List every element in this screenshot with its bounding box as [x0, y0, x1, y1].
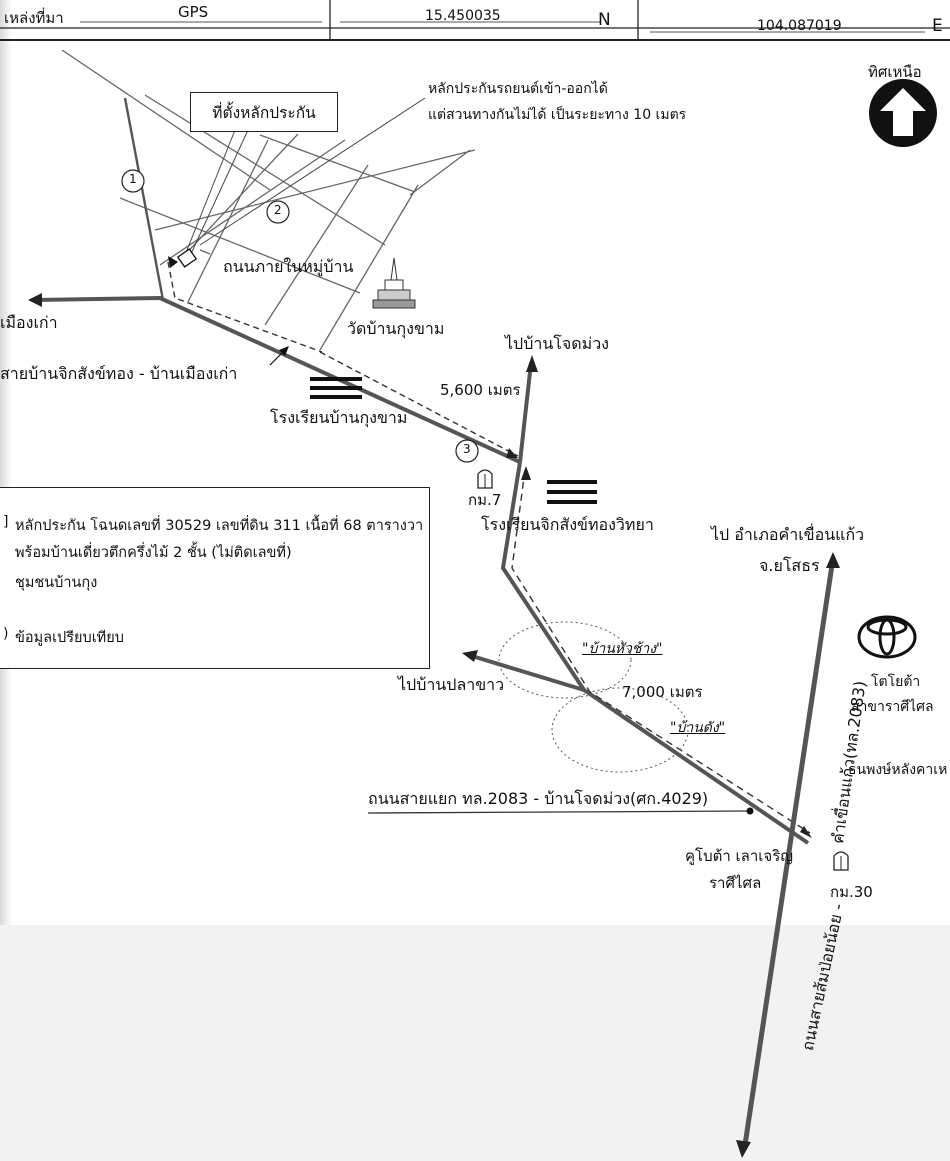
province-label: จ.ยโสธร — [759, 556, 820, 575]
route-dashed-3 — [511, 469, 811, 834]
legend-line-3: ชุมชนบ้านกุง — [15, 575, 98, 591]
km30-post — [833, 851, 849, 871]
latitude-value: 15.450035 — [425, 8, 501, 24]
north-label: ทิศเหนือ — [868, 63, 922, 81]
to-old-town-label: เมืองเก่า — [0, 313, 58, 332]
collateral-location-label: ที่ตั้งหลักประกัน — [190, 92, 338, 132]
junction-road-label: ถนนสายแยก ทล.2083 - บ้านโจดม่วง(ศก.4029) — [368, 789, 709, 808]
ban-hua-chang-label: "บ้านหัวช้าง" — [582, 641, 663, 657]
school-symbol-1 — [310, 377, 362, 399]
school-2-label: โรงเรียนจิกสังข์ทองวิทยา — [481, 515, 654, 534]
main-road-1 — [34, 295, 521, 464]
legend-line-1: หลักประกัน โฉนดเลขที่ 30529 เลขที่ดิน 31… — [15, 518, 424, 534]
route-dashed-2 — [319, 351, 519, 457]
km7-post — [477, 469, 493, 489]
legend-line-4: ข้อมูลเปรียบเทียบ — [15, 630, 124, 646]
distance-1-label: 5,600 เมตร — [440, 381, 521, 399]
route-dashed-1 — [167, 261, 323, 353]
longitude-value: 104.087019 — [757, 18, 842, 34]
toyota-label: โตโยต้า — [871, 674, 921, 690]
lower-margin — [0, 925, 950, 1161]
header-lines — [0, 0, 950, 41]
latitude-dir: N — [598, 10, 611, 30]
junction-road-leader — [367, 810, 751, 814]
gps-label: GPS — [178, 3, 209, 21]
road-to-jod-muang — [518, 362, 533, 463]
access-lane — [123, 97, 165, 301]
thanaphong-label: ธนพงษ์หลังคาเห — [848, 762, 948, 778]
access-note-1: หลักประกันรถยนต์เข้า-ออกได้ — [428, 81, 608, 97]
area-ban-hua-chang — [498, 621, 632, 699]
toyota-logo — [857, 615, 917, 659]
highway-2083 — [742, 564, 835, 1146]
legend-bullet-2: ) — [3, 626, 9, 642]
road-to-pla-khao — [471, 654, 585, 692]
temple-pagoda — [372, 257, 416, 309]
source-label: เหล่งที่มา — [4, 9, 64, 27]
temple-label: วัดบ้านกุงขาม — [347, 319, 445, 338]
to-pla-khao-label: ไปบ้านปลาขาว — [398, 675, 505, 694]
school-1-label: โรงเรียนบ้านกุงขาม — [270, 408, 408, 427]
ban-dang-label: "บ้านดัง" — [670, 720, 726, 736]
main-road-label: สายบ้านจิกสังข์ทอง - บ้านเมืองเก่า — [0, 364, 238, 383]
marker-1: 1 — [129, 172, 137, 186]
header-table: เหล่งที่มา GPS 15.450035 N 104.087019 E — [0, 0, 950, 42]
kubota-label: คูโบต้า เลาเจริญ — [685, 847, 794, 865]
kubota-branch-label: ราศีไศล — [709, 874, 762, 892]
km30-label: กม.30 — [830, 883, 873, 901]
legend-line-2: พร้อมบ้านเดี่ยวตึกครึ่งไม้ 2 ชั้น (ไม่ติ… — [15, 545, 292, 561]
to-jod-muang-label: ไปบ้านโจดม่วง — [505, 334, 609, 353]
page-edge-shadow — [0, 0, 12, 925]
longitude-dir: E — [932, 16, 943, 36]
km7-label: กม.7 — [468, 491, 502, 509]
school-symbol-2 — [547, 480, 597, 504]
toyota-branch-label: สาขาราศีไศล — [851, 699, 934, 715]
legend-bullet-1: ] — [3, 514, 9, 530]
legend-box: ] หลักประกัน โฉนดเลขที่ 30529 เลขที่ดิน … — [0, 487, 430, 669]
distance-2-label: 7,000 เมตร — [622, 683, 703, 701]
village-road-label: ถนนภายในหมู่บ้าน — [223, 257, 354, 276]
main-road-2 — [500, 461, 810, 845]
access-note-2: แต่สวนทางกันไม่ได้ เป็นระยะทาง 10 เมตร — [428, 107, 687, 123]
marker-2: 2 — [274, 203, 282, 217]
north-arrow-icon — [869, 79, 937, 147]
to-khuean-kaeo-label: ไป อำเภอคำเขื่อนแก้ว — [711, 525, 865, 544]
marker-3: 3 — [463, 442, 471, 456]
area-ban-dang — [551, 687, 689, 773]
